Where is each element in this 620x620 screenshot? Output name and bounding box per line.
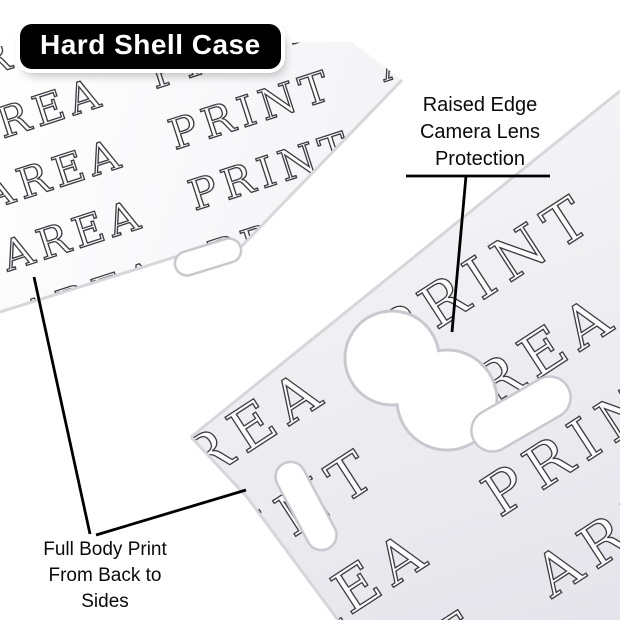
badge-label: Hard Shell Case bbox=[40, 29, 261, 60]
camera-annotation: Raised Edge Camera Lens Protection bbox=[388, 92, 572, 173]
full-body-pointer-line-left bbox=[32, 276, 92, 535]
camera-annotation-line-2: Camera Lens bbox=[419, 121, 541, 143]
full-body-annotation-line-3: Sides bbox=[81, 591, 129, 612]
full-body-annotation-line-1: Full Body Print bbox=[43, 539, 167, 560]
camera-annotation-line-3: Protection bbox=[434, 148, 526, 170]
full-body-annotation: Full Body Print From Back to Sides bbox=[16, 537, 194, 615]
full-body-annotation-line-2: From Back to bbox=[48, 565, 162, 586]
hard-shell-case-badge: Hard Shell Case bbox=[20, 24, 281, 69]
full-body-pointer-line-right bbox=[95, 488, 247, 537]
camera-annotation-line-1: Raised Edge bbox=[422, 94, 538, 116]
